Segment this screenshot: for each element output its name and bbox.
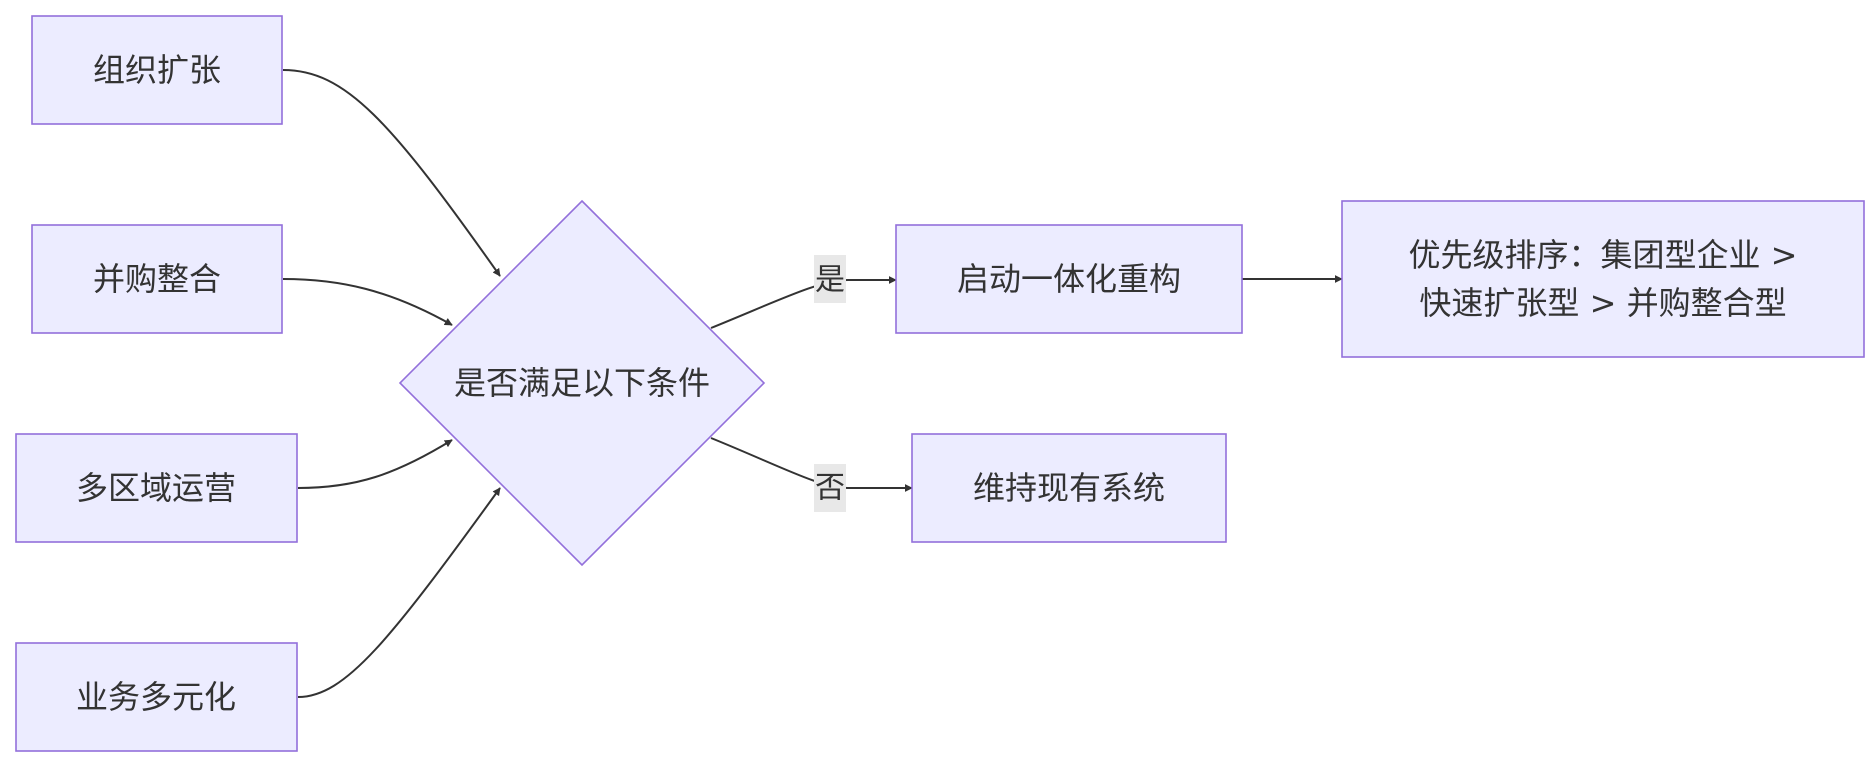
node-start-restructure-label: 启动一体化重构 bbox=[957, 260, 1181, 298]
node-business-diversification: 业务多元化 bbox=[15, 642, 298, 752]
node-maintain-system: 维持现有系统 bbox=[911, 433, 1227, 543]
edge-business-diversification-to-decision bbox=[297, 487, 501, 698]
edge-decision-yes bbox=[710, 276, 897, 329]
node-decision-label: 是否满足以下条件 bbox=[454, 364, 710, 402]
edge-merger-integration-to-decision bbox=[282, 278, 453, 326]
edge-label-no: 否 bbox=[814, 464, 846, 512]
node-multi-region-label: 多区域运营 bbox=[76, 469, 236, 507]
edge-label-no-text: 否 bbox=[815, 471, 845, 506]
node-multi-region: 多区域运营 bbox=[15, 433, 298, 543]
edge-label-yes-text: 是 bbox=[815, 263, 845, 298]
edge-multi-region-to-decision bbox=[297, 439, 453, 489]
node-maintain-system-label: 维持现有系统 bbox=[973, 469, 1165, 507]
node-org-expansion-label: 组织扩张 bbox=[93, 51, 221, 89]
node-business-diversification-label: 业务多元化 bbox=[76, 678, 236, 716]
node-merger-integration: 并购整合 bbox=[31, 224, 283, 334]
node-priority-line2: 快速扩张型 > 并购整合型 bbox=[1419, 284, 1786, 322]
edges bbox=[282, 69, 1343, 698]
node-priority: 优先级排序：集团型企业 > 快速扩张型 > 并购整合型 bbox=[1341, 200, 1865, 358]
edge-label-yes: 是 bbox=[814, 255, 846, 303]
edge-decision-no bbox=[710, 437, 913, 492]
node-org-expansion: 组织扩张 bbox=[31, 15, 283, 125]
node-decision: 是否满足以下条件 bbox=[398, 199, 766, 567]
node-start-restructure: 启动一体化重构 bbox=[895, 224, 1243, 334]
edge-org-expansion-to-decision bbox=[282, 69, 501, 277]
node-priority-line1: 优先级排序：集团型企业 > bbox=[1409, 236, 1798, 274]
node-merger-integration-label: 并购整合 bbox=[93, 260, 221, 298]
